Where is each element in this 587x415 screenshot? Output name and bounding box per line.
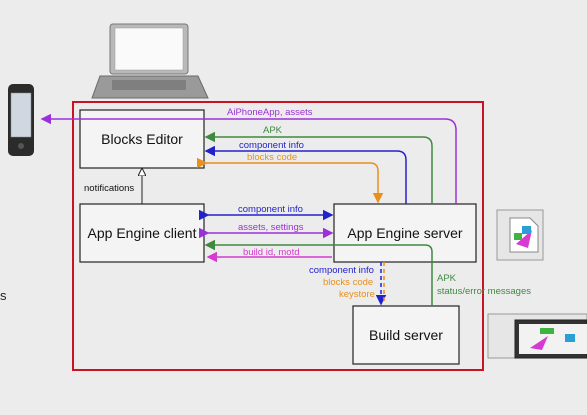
- keystore-label: keystore: [339, 289, 375, 300]
- assets-settings-label: assets, settings: [238, 222, 304, 233]
- apk-top-arrow: [204, 131, 433, 204]
- apk-top-label: APK: [263, 125, 283, 136]
- build-server-label: Build server: [369, 327, 443, 343]
- app-engine-client-label: App Engine client: [88, 225, 197, 241]
- apk-build-label: APK: [437, 273, 457, 284]
- aiphoneapp-assets-label: AiPhoneApp, assets: [227, 107, 313, 118]
- build-id-motd-label: build id, motd: [243, 247, 300, 258]
- phone-icon: [8, 84, 34, 156]
- blocks-code-top-arrow: [197, 157, 384, 204]
- component-info-top-label: component info: [239, 140, 304, 151]
- apk-build-to-client-arrow: [204, 239, 433, 306]
- left-cut-text: s: [0, 288, 7, 303]
- blocks-code-build-label: blocks code: [323, 277, 373, 288]
- component-info-mid-label: component info: [238, 204, 303, 215]
- aiphoneapp-arrow: [40, 113, 457, 204]
- app-engine-server-box[interactable]: App Engine server: [333, 203, 477, 263]
- window-icon: [487, 313, 587, 359]
- component-info-build-label: component info: [309, 265, 374, 276]
- laptop-icon: [91, 23, 209, 99]
- app-engine-client-box[interactable]: App Engine client: [79, 203, 205, 263]
- notifications-label: notifications: [84, 183, 134, 194]
- blocks-code-top-label: blocks code: [247, 152, 297, 163]
- file-icon: [496, 209, 544, 261]
- build-server-box[interactable]: Build server: [352, 305, 460, 365]
- app-engine-server-label: App Engine server: [347, 225, 463, 241]
- blocks-editor-label: Blocks Editor: [101, 131, 183, 147]
- status-error-label: status/error messages: [437, 286, 531, 297]
- component-info-top-arrow: [204, 145, 407, 204]
- system-boundary-frame: [72, 101, 484, 371]
